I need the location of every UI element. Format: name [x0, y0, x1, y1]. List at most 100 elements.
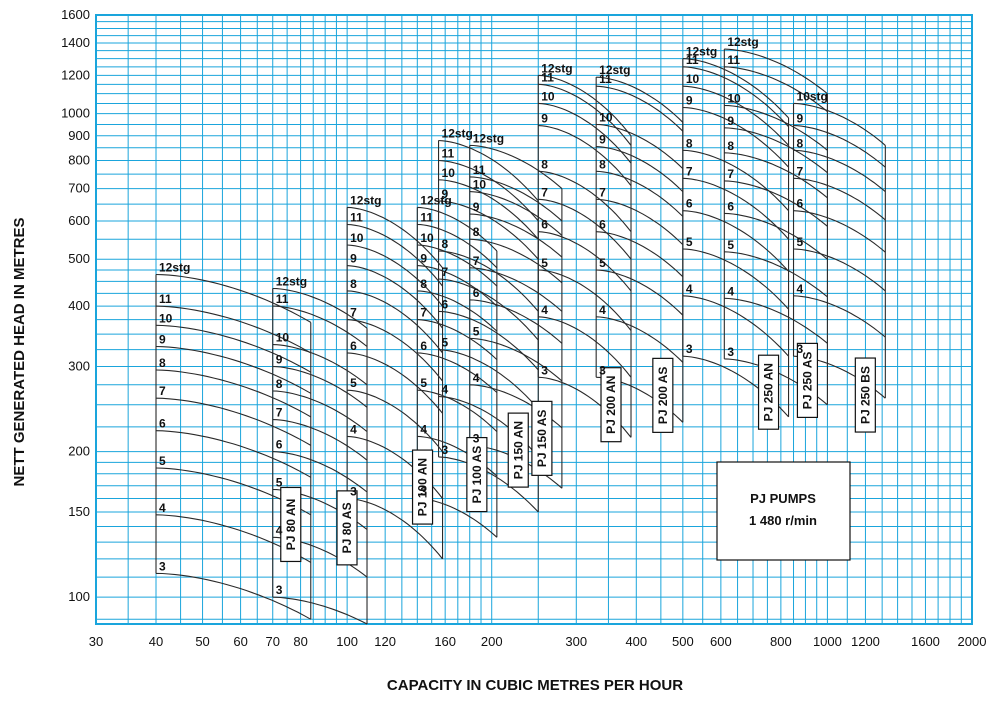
head-curve	[155, 324, 312, 373]
stage-label: 7	[276, 406, 283, 420]
head-curve	[682, 295, 790, 357]
head-curve	[347, 290, 443, 354]
stage-label: 6	[727, 199, 734, 213]
head-curve	[596, 316, 684, 363]
pump-label: PJ 200 AS	[652, 357, 674, 433]
head-curve	[682, 210, 790, 272]
stage-label: 8	[727, 139, 734, 153]
head-curve	[596, 76, 684, 123]
head-curve	[272, 305, 368, 347]
x-tick-label: 2000	[958, 634, 987, 649]
head-curve	[596, 170, 684, 217]
head-curve	[682, 248, 790, 310]
head-curve	[596, 231, 684, 278]
y-tick-label: 1400	[61, 35, 90, 50]
head-curve	[538, 125, 632, 186]
stage-label: 7	[473, 254, 480, 268]
head-curve	[793, 149, 886, 193]
stage-label: 11	[473, 163, 486, 177]
stage-label: 5	[541, 256, 548, 270]
stage-label: 12stg	[599, 63, 630, 77]
stage-label: 8	[420, 277, 427, 291]
head-curve	[272, 287, 368, 329]
y-tick-label: 1000	[61, 106, 90, 121]
stage-label: 5	[473, 324, 480, 338]
stage-label: 8	[599, 157, 606, 171]
stage-label: 4	[599, 303, 606, 317]
head-curve	[155, 572, 312, 620]
stage-label: 7	[541, 185, 548, 199]
pump-series	[469, 144, 563, 489]
stage-label: 8	[276, 377, 283, 391]
y-tick-label: 800	[68, 153, 90, 168]
head-curve	[724, 48, 828, 95]
head-curve	[538, 316, 632, 378]
head-curve	[347, 319, 443, 382]
stage-label: 10stg	[797, 89, 828, 103]
stage-label: 9	[541, 112, 548, 126]
pump-label: PJ 80 AS	[336, 490, 358, 566]
stage-label: 12stg	[276, 274, 307, 288]
pump-label-box	[796, 342, 819, 418]
pump-label-text: PJ 200 AS	[656, 367, 670, 425]
pump-label: PJ 250 AN	[757, 354, 780, 430]
stage-label: 10	[276, 331, 290, 345]
x-tick-label: 300	[565, 634, 587, 649]
head-curve	[469, 191, 563, 236]
pump-label-box	[600, 367, 622, 443]
stage-label: 4	[473, 371, 480, 385]
pump-label: PJ 200 AN	[600, 367, 622, 443]
pump-label-text: PJ 80 AS	[340, 502, 354, 553]
head-curve	[438, 179, 539, 240]
pump-label-text: PJ 150 AN	[511, 421, 525, 479]
x-tick-label: 800	[770, 634, 792, 649]
head-curve	[682, 85, 790, 146]
y-tick-label: 150	[68, 504, 90, 519]
head-curve	[596, 269, 684, 316]
stage-label: 7	[442, 265, 449, 279]
pump-label: PJ 250 AS	[796, 342, 819, 418]
head-curve	[417, 223, 498, 269]
head-curve	[682, 106, 790, 168]
stage-label: 10	[686, 72, 700, 86]
head-curve	[155, 430, 312, 478]
info-box-speed: 1 480 r/min	[749, 513, 817, 528]
head-curve	[417, 389, 498, 433]
head-curve	[347, 352, 443, 414]
stage-label: 8	[797, 136, 804, 150]
y-tick-label: 900	[68, 128, 90, 143]
head-curve	[682, 66, 790, 128]
stage-label: 12stg	[727, 35, 758, 49]
x-tick-label: 120	[374, 634, 396, 649]
head-curve	[538, 170, 632, 233]
stage-label: 7	[159, 384, 166, 398]
stage-label: 7	[599, 185, 606, 199]
pump-label: PJ 150 AS	[531, 400, 553, 476]
head-curve	[347, 497, 443, 560]
stage-label: 7	[727, 167, 734, 181]
stage-label: 6	[159, 417, 166, 431]
stage-label: 4	[686, 282, 693, 296]
stage-label: 11	[420, 210, 433, 224]
stage-label: 4	[442, 383, 449, 397]
head-curve	[417, 206, 498, 252]
y-tick-label: 100	[68, 589, 90, 604]
stage-label: 9	[599, 133, 606, 147]
pump-label-text: PJ 100 AN	[416, 458, 430, 516]
x-tick-label: 1000	[813, 634, 842, 649]
stage-label: 9	[420, 252, 427, 266]
y-tick-label: 1200	[61, 67, 90, 82]
pump-label-text: PJ 80 AN	[284, 499, 298, 551]
stage-label: 6	[442, 297, 449, 311]
stage-label: 7	[420, 306, 427, 320]
head-curve	[793, 102, 886, 146]
y-tick-label: 700	[68, 181, 90, 196]
info-box-frame	[716, 461, 851, 561]
stage-label: 7	[686, 164, 693, 178]
head-curve	[438, 159, 539, 222]
head-curve	[682, 177, 790, 240]
pump-label-text: PJ 150 AS	[535, 410, 549, 468]
head-curve	[469, 213, 563, 258]
head-curve	[596, 146, 684, 192]
